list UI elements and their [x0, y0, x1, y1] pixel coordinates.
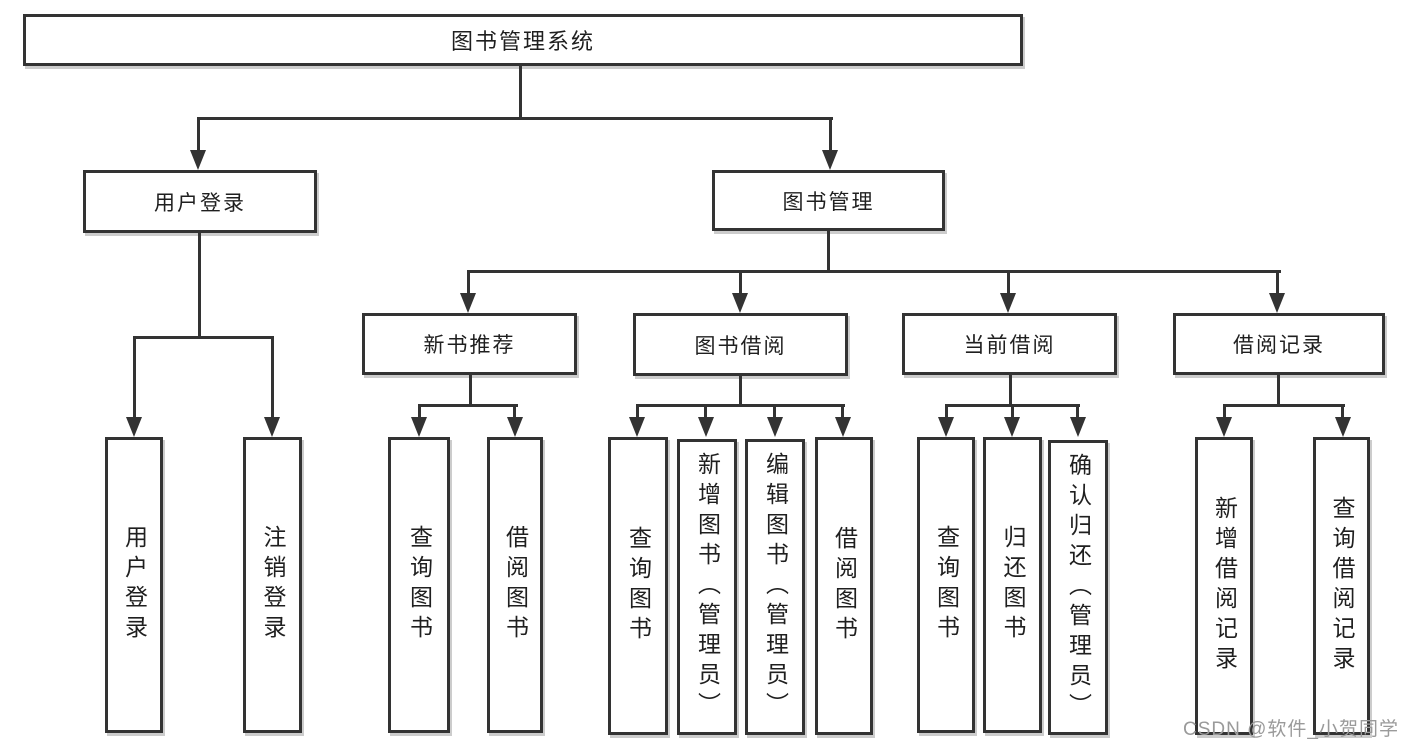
arrowhead-icon — [629, 417, 645, 437]
connector — [636, 404, 845, 407]
connector — [513, 404, 516, 420]
node-nbr-borrow-label: 借阅图书 — [502, 525, 529, 645]
arrowhead-icon — [264, 417, 280, 437]
arrowhead-icon — [767, 417, 783, 437]
node-bb-edit-label: 编辑图书（管理员） — [762, 452, 789, 722]
node-user-login: 用户登录 — [83, 170, 317, 233]
node-nbr-query: 查询图书 — [388, 437, 450, 733]
arrowhead-icon — [460, 293, 476, 313]
node-cb-return-label: 归还图书 — [1000, 525, 1026, 645]
node-bb-add-label: 新增图书（管理员） — [694, 452, 721, 722]
connector — [945, 404, 948, 420]
node-borrow-records-label: 借阅记录 — [1233, 334, 1325, 357]
connector — [841, 404, 844, 420]
node-cb-query: 查询图书 — [917, 437, 975, 733]
node-book-borrow-label: 图书借阅 — [694, 334, 787, 358]
connector — [1223, 404, 1226, 420]
node-bb-borrow-label: 借阅图书 — [831, 526, 858, 646]
node-user-login-label: 用户登录 — [154, 191, 246, 215]
node-bb-query-label: 查询图书 — [625, 526, 652, 646]
node-bb-borrow: 借阅图书 — [815, 437, 873, 735]
arrowhead-icon — [507, 417, 523, 437]
node-book-mgmt: 图书管理 — [712, 170, 945, 231]
connector — [198, 233, 201, 339]
connector — [827, 231, 830, 273]
arrowhead-icon — [1216, 417, 1232, 437]
arrowhead-icon — [1004, 417, 1020, 437]
node-br-query: 查询借阅记录 — [1313, 437, 1370, 735]
connector — [271, 336, 274, 420]
connector — [133, 336, 274, 339]
connector — [739, 376, 742, 407]
node-book-mgmt-label: 图书管理 — [782, 190, 875, 214]
node-logout: 注销登录 — [243, 437, 302, 733]
node-br-add: 新增借阅记录 — [1195, 437, 1253, 735]
arrowhead-icon — [411, 417, 427, 437]
node-br-query-label: 查询借阅记录 — [1329, 496, 1355, 676]
arrowhead-icon — [822, 150, 838, 170]
node-cb-query-label: 查询图书 — [933, 525, 960, 645]
node-bb-add: 新增图书（管理员） — [677, 439, 737, 735]
arrowhead-icon — [1070, 417, 1086, 437]
connector — [467, 270, 470, 296]
node-root: 图书管理系统 — [23, 14, 1023, 66]
node-current-borrow-label: 当前借阅 — [963, 334, 1056, 357]
arrowhead-icon — [938, 417, 954, 437]
connector — [1076, 404, 1079, 420]
node-user-login-action: 用户登录 — [105, 437, 163, 733]
node-logout-label: 注销登录 — [260, 525, 286, 645]
connector — [418, 404, 421, 420]
arrowhead-icon — [1335, 417, 1351, 437]
csdn-watermark: CSDN @软件_小贺同学 — [1183, 719, 1399, 740]
node-br-add-label: 新增借阅记录 — [1211, 496, 1238, 676]
arrowhead-icon — [698, 417, 714, 437]
node-cb-confirm-label: 确认归还（管理员） — [1065, 452, 1092, 723]
node-nbr-query-label: 查询图书 — [406, 525, 433, 645]
connector — [197, 117, 200, 153]
connector — [704, 404, 707, 420]
connector — [739, 270, 742, 296]
arrowhead-icon — [1000, 293, 1016, 313]
node-borrow-records: 借阅记录 — [1173, 313, 1385, 375]
connector — [1223, 404, 1345, 407]
arrowhead-icon — [190, 150, 206, 170]
arrowhead-icon — [126, 417, 142, 437]
node-bb-query: 查询图书 — [608, 437, 668, 735]
connector — [1009, 375, 1012, 407]
connector — [197, 117, 833, 120]
connector — [773, 404, 776, 420]
arrowhead-icon — [1269, 293, 1285, 313]
connector — [1276, 270, 1279, 296]
node-bb-edit: 编辑图书（管理员） — [745, 439, 805, 735]
arrowhead-icon — [732, 293, 748, 313]
node-new-book-rec-label: 新书推荐 — [423, 334, 516, 357]
node-user-login-action-label: 用户登录 — [121, 525, 148, 645]
arrowhead-icon — [835, 417, 851, 437]
node-current-borrow: 当前借阅 — [902, 313, 1117, 375]
connector — [133, 336, 136, 420]
connector — [418, 404, 518, 407]
node-book-borrow: 图书借阅 — [633, 313, 848, 376]
node-cb-confirm: 确认归还（管理员） — [1048, 440, 1108, 735]
connector — [829, 117, 832, 153]
connector — [636, 404, 639, 420]
connector — [1341, 404, 1344, 420]
connector — [519, 65, 522, 119]
node-nbr-borrow: 借阅图书 — [487, 437, 543, 733]
connector — [1277, 375, 1280, 407]
node-cb-return: 归还图书 — [983, 437, 1042, 733]
connector — [469, 375, 472, 407]
connector — [1011, 404, 1014, 420]
node-new-book-rec: 新书推荐 — [362, 313, 577, 375]
connector — [1007, 270, 1010, 296]
connector — [467, 270, 1281, 273]
node-root-label: 图书管理系统 — [450, 29, 595, 54]
